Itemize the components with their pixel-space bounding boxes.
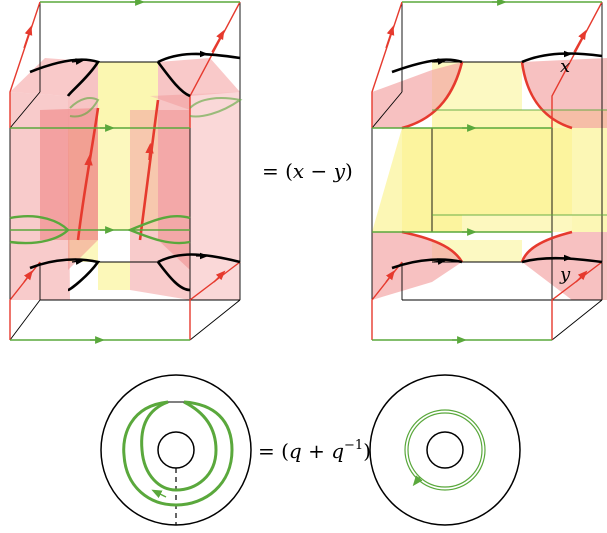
label-x: x xyxy=(560,56,570,77)
left-cube xyxy=(9,0,243,344)
right-cube: x y xyxy=(371,0,607,344)
left-black-caps xyxy=(29,50,241,292)
right-pink-caps xyxy=(372,58,607,300)
equation-top: = (x − y) xyxy=(262,159,353,183)
left-red-strands xyxy=(76,99,160,241)
annulus-right-green-loop-inner xyxy=(407,412,483,488)
label-y: y xyxy=(559,264,571,285)
right-black-caps xyxy=(391,50,603,270)
annulus-left-green-curve xyxy=(122,400,234,507)
annulus-right-arrow xyxy=(412,475,423,487)
left-pink-tube-left xyxy=(10,58,98,300)
left-red-edges xyxy=(9,1,241,340)
annulus-right-green-loop-outer xyxy=(404,409,486,491)
right-green-lines xyxy=(372,0,607,344)
right-yellow-sheet xyxy=(372,62,607,262)
left-green-lines xyxy=(9,0,243,344)
annulus-left xyxy=(100,374,252,526)
annulus-right xyxy=(369,374,521,526)
annulus-left-arrow xyxy=(151,489,167,499)
right-red-edges xyxy=(371,1,603,340)
equation-bottom: = (q + q−1) xyxy=(258,438,371,463)
